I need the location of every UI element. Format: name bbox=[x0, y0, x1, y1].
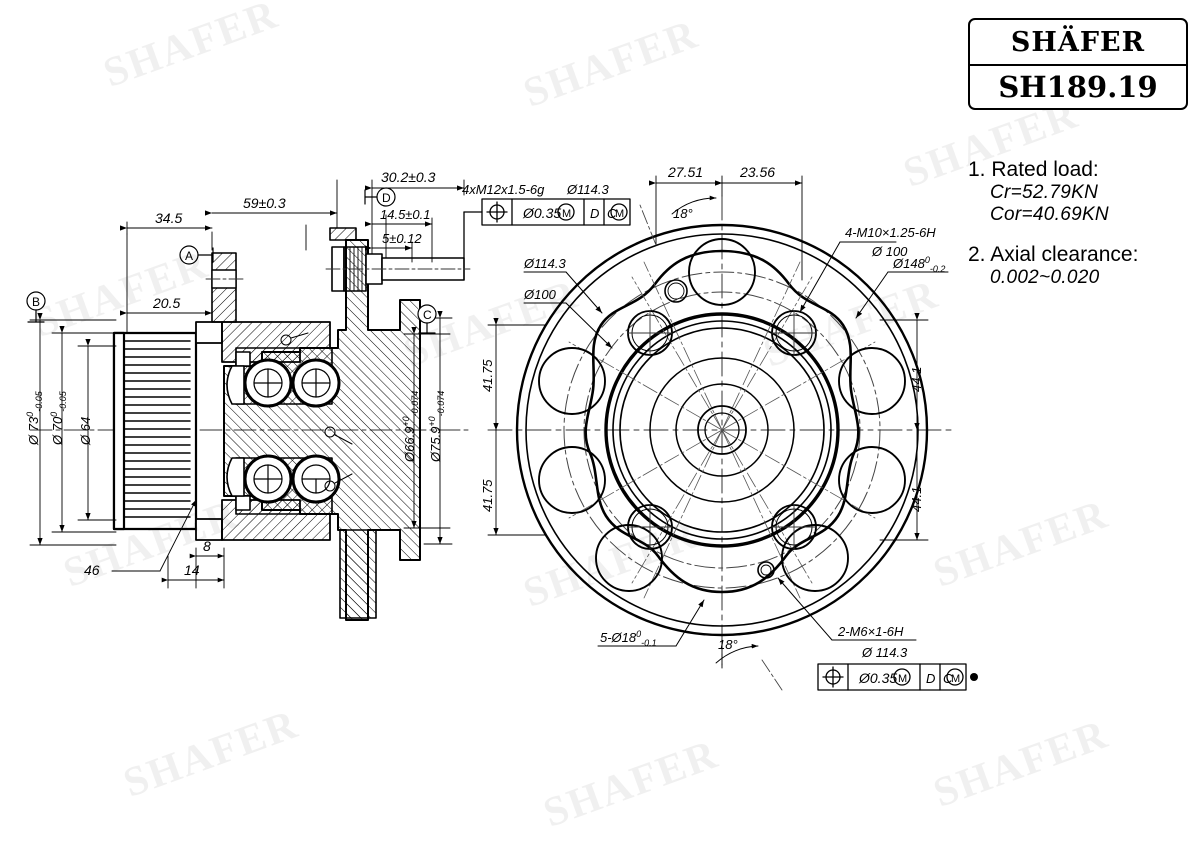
fcf-datum-secondary-front: C bbox=[943, 671, 953, 686]
bolt-circle-section: Ø114.3 bbox=[566, 182, 609, 197]
leader-label-m6: 2-M6×1-6H bbox=[837, 624, 904, 639]
note-value-clearance: 0.002~0.020 bbox=[990, 266, 1100, 288]
feature-control-frame-section bbox=[463, 198, 631, 259]
datum-label-d: D bbox=[382, 191, 391, 205]
brand-name: SHÄFER bbox=[1010, 26, 1146, 58]
brand-name-row: SHÄFER bbox=[970, 20, 1186, 66]
note-rated-load: 1. Rated load: Cr=52.79KN Cor=40.69KN bbox=[968, 158, 1198, 227]
fcf-datum-primary-section: D bbox=[590, 206, 599, 221]
part-number: SH189.19 bbox=[998, 70, 1158, 104]
wheel-stud bbox=[325, 227, 471, 292]
dim-label-27-51: 27.51 bbox=[667, 164, 703, 180]
outer-ring bbox=[195, 321, 223, 541]
dim-label-30-2: 30.2±0.3 bbox=[381, 169, 436, 185]
leader-label-148: Ø1480-0.2 bbox=[892, 255, 945, 274]
thread-callout-section: 4xM12x1.5-6g bbox=[462, 182, 545, 197]
bearing-balls bbox=[243, 358, 341, 504]
hub-rib bbox=[339, 529, 377, 619]
fcf-tolerance-front: Ø0.35 bbox=[858, 670, 897, 686]
front-view bbox=[487, 175, 978, 691]
dimension-lines-front bbox=[487, 175, 929, 691]
datum-label-c: C bbox=[423, 308, 432, 322]
dia-label-66-9: Ø66.9+0-0.074 bbox=[401, 391, 420, 463]
datum-label-a: A bbox=[185, 249, 193, 263]
fcf-datum-secondary-section: C bbox=[607, 206, 617, 221]
dim-label-23-56: 23.56 bbox=[739, 164, 775, 180]
note-axial-clearance: 2. Axial clearance: 0.002~0.020 bbox=[968, 243, 1198, 289]
dim-label-59: 59±0.3 bbox=[243, 195, 286, 211]
note-value-cor: Cor=40.69KN bbox=[990, 204, 1109, 226]
fcf-tol-modifier-front: M bbox=[898, 673, 907, 685]
leader-label-114-3: Ø114.3 bbox=[523, 256, 566, 271]
dim-label-34-5: 34.5 bbox=[155, 210, 182, 226]
m6-threaded-holes bbox=[664, 279, 775, 579]
dia-label-70: Ø 700-0.05 bbox=[49, 390, 68, 446]
dim-label-46: 46 bbox=[84, 562, 100, 578]
angle-label-top: 18° bbox=[673, 206, 693, 221]
part-number-row: SH189.19 bbox=[970, 66, 1186, 108]
leader-label-5x18: 5-Ø180-0.1 bbox=[600, 629, 657, 648]
dia-label-75-9: Ø75.9+0-0.074 bbox=[427, 391, 446, 463]
feature-control-frame-front bbox=[817, 663, 978, 691]
leader-lines-front bbox=[523, 241, 949, 647]
abs-encoder-ring bbox=[112, 331, 198, 531]
dia-label-73: Ø 730-0.05 bbox=[25, 390, 44, 446]
note-value-cr: Cr=52.79KN bbox=[990, 182, 1099, 203]
wheel-stud-holes bbox=[538, 238, 906, 592]
leader-label-m10-bc: Ø 100 bbox=[871, 244, 908, 259]
datum-label-b: B bbox=[32, 295, 40, 309]
fcf-datum-primary-front: D bbox=[926, 671, 935, 686]
m10-threaded-holes bbox=[627, 310, 817, 550]
dim-label-41-75-bot: 41.75 bbox=[480, 479, 495, 512]
dim-label-5: 5±0.12 bbox=[382, 231, 422, 246]
fcf-datum2-modifier-front: M bbox=[951, 673, 960, 685]
note-heading: 1. Rated load: bbox=[968, 158, 1099, 181]
leader-label-m10: 4-M10×1.25-6H bbox=[845, 225, 936, 240]
dim-label-14-5: 14.5±0.1 bbox=[380, 207, 431, 222]
radius-callouts bbox=[280, 332, 353, 492]
dim-label-14: 14 bbox=[184, 562, 200, 578]
fcf-datum2-modifier-section: M bbox=[615, 208, 624, 220]
dia-label-64: Ø 64 bbox=[78, 417, 93, 446]
leader-label-m6-bc: Ø 114.3 bbox=[861, 645, 908, 660]
angle-label-bottom: 18° bbox=[718, 637, 738, 652]
note-heading: 2. Axial clearance: bbox=[968, 242, 1139, 266]
flange-stub-top bbox=[205, 252, 245, 323]
dim-label-20-5: 20.5 bbox=[152, 295, 180, 311]
dim-label-41-75-top: 41.75 bbox=[480, 359, 495, 392]
fcf-tol-modifier-section: M bbox=[562, 208, 571, 220]
datum-symbols bbox=[26, 187, 437, 334]
dim-label-44-1-bot: 44.1 bbox=[909, 487, 924, 512]
dim-label-8: 8 bbox=[203, 538, 211, 554]
dim-label-44-1-top: 44.1 bbox=[909, 367, 924, 392]
leader-label-100: Ø100 bbox=[523, 287, 557, 302]
brand-logo-box: SHÄFER SH189.19 bbox=[968, 18, 1188, 110]
bearing-seals bbox=[226, 351, 251, 511]
hub-body bbox=[223, 239, 421, 621]
section-view bbox=[26, 179, 631, 621]
notes-block: 1. Rated load: Cr=52.79KN Cor=40.69KN 2.… bbox=[968, 158, 1198, 305]
fcf-tolerance-section: Ø0.35 bbox=[522, 205, 561, 221]
